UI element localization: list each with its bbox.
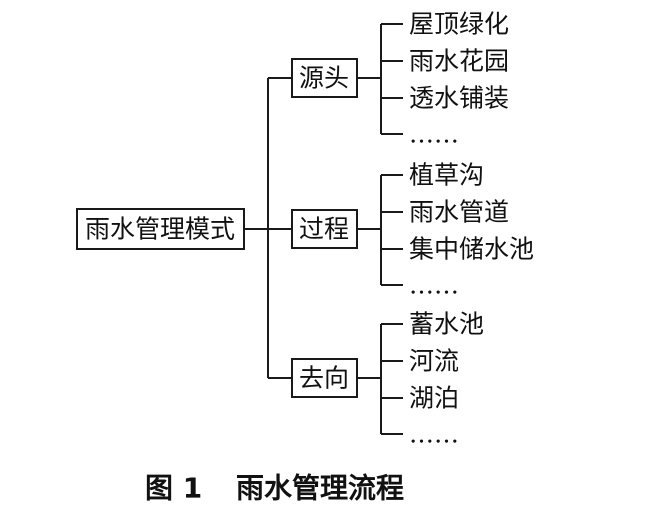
leaf-item: 蓄水池 bbox=[409, 310, 484, 339]
branch-0-leaves: 屋顶绿化 雨水花园 透水铺装 …… bbox=[409, 10, 509, 149]
figure-caption: 图 1 雨水管理流程 bbox=[145, 472, 404, 505]
leaf-item: …… bbox=[409, 120, 459, 149]
leaf-item: 雨水管道 bbox=[409, 198, 509, 227]
leaf-item: 屋顶绿化 bbox=[409, 10, 509, 39]
root-label: 雨水管理模式 bbox=[85, 215, 235, 244]
branch-2-leaves: 蓄水池 河流 湖泊 …… bbox=[409, 310, 484, 449]
branch-label-1: 过程 bbox=[299, 215, 349, 244]
leaf-item: 雨水花园 bbox=[409, 47, 509, 76]
leaf-item: …… bbox=[409, 271, 459, 300]
branch-label-2: 去向 bbox=[299, 364, 349, 393]
root-node: 雨水管理模式 bbox=[76, 208, 245, 250]
leaf-item: 河流 bbox=[409, 347, 459, 376]
leaf-item: …… bbox=[409, 420, 459, 449]
leaf-item: 植草沟 bbox=[409, 161, 484, 190]
branch-node-2: 去向 bbox=[291, 358, 358, 398]
branch-1-leaves: 植草沟 雨水管道 集中储水池 …… bbox=[409, 161, 534, 300]
branch-label-0: 源头 bbox=[299, 64, 349, 93]
connector-lines bbox=[244, 23, 403, 435]
leaf-item: 湖泊 bbox=[409, 384, 459, 413]
branch-node-1: 过程 bbox=[291, 209, 358, 249]
caption-figure-number: 图 1 bbox=[145, 472, 202, 505]
caption-title: 雨水管理流程 bbox=[236, 472, 404, 505]
leaf-item: 透水铺装 bbox=[409, 84, 509, 113]
branch-node-0: 源头 bbox=[291, 58, 358, 98]
leaf-item: 集中储水池 bbox=[409, 235, 534, 264]
